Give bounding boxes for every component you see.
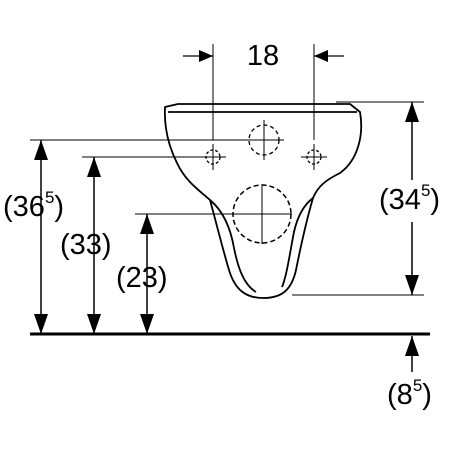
right-height-value: 34 xyxy=(389,184,421,216)
fixing-hole-right xyxy=(301,144,327,170)
right-height-label: (345) xyxy=(379,181,440,216)
dimension-left-middle xyxy=(82,156,213,334)
bottom-right-superscript: 5 xyxy=(413,376,422,395)
bottom-right-open-paren: ( xyxy=(387,379,397,411)
dimension-left-outer xyxy=(30,139,244,334)
bowl-inner-right-curve xyxy=(281,197,314,288)
right-height-superscript: 5 xyxy=(421,181,430,200)
left-outer-close-paren: ) xyxy=(54,191,64,223)
left-outer-label: (365) xyxy=(3,188,64,223)
dimension-top-width xyxy=(183,44,344,140)
dimension-bottom-right xyxy=(405,336,419,372)
left-outer-superscript: 5 xyxy=(45,188,54,207)
top-width-label: 18 xyxy=(247,40,279,72)
left-inner-label: (23) xyxy=(116,262,168,294)
left-outer-value: 36 xyxy=(13,191,45,223)
bowl-rim-outline xyxy=(163,103,363,299)
bowl-inner-left-curve xyxy=(209,199,257,293)
dimension-left-inner xyxy=(135,213,262,334)
right-height-open-paren: ( xyxy=(379,184,389,216)
left-middle-label: (33) xyxy=(60,229,112,261)
right-height-close-paren: ) xyxy=(430,184,440,216)
toilet-bowl-outline xyxy=(163,103,363,299)
bottom-right-value: 8 xyxy=(397,379,413,411)
left-outer-open-paren: ( xyxy=(3,191,13,223)
bottom-right-close-paren: ) xyxy=(422,379,432,411)
bottom-right-label: (85) xyxy=(387,376,432,411)
dimension-right-height xyxy=(292,101,424,296)
